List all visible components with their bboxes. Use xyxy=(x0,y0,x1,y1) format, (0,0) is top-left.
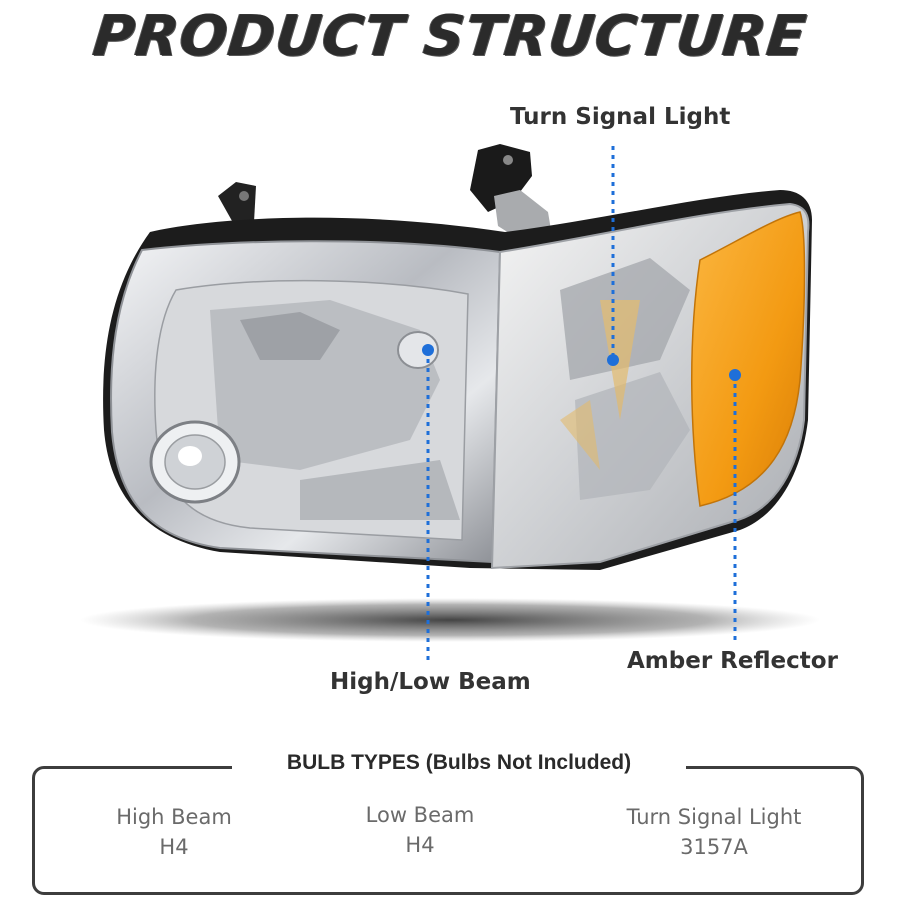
bulb-item-value: H4 xyxy=(405,833,435,857)
beam-callout: High/Low Beam xyxy=(330,669,531,695)
bulb-item-name: Low Beam xyxy=(365,803,475,827)
bulb-types-heading: BULB TYPES (Bulbs Not Included) xyxy=(232,751,686,775)
turn-signal-callout: Turn Signal Light xyxy=(510,104,731,130)
amber-leader xyxy=(729,369,741,645)
beam-leader xyxy=(422,344,434,665)
bulb-item-value: H4 xyxy=(159,835,189,859)
bulb-item-turn-signal: Turn Signal Light 3157A xyxy=(594,802,834,862)
bulb-item-high-beam: High Beam H4 xyxy=(54,802,294,862)
bulb-item-name: Turn Signal Light xyxy=(626,805,802,829)
bulb-item-low-beam: Low Beam H4 xyxy=(300,800,540,860)
bulb-item-name: High Beam xyxy=(116,805,232,829)
prism-pattern xyxy=(560,258,690,500)
amber-reflector-callout: Amber Reflector xyxy=(627,648,838,674)
beam-lens xyxy=(149,420,241,504)
amber-reflector xyxy=(691,211,806,507)
bulb-item-value: 3157A xyxy=(680,835,748,859)
turn-signal-leader xyxy=(607,146,619,366)
ground-shadow xyxy=(80,598,820,642)
